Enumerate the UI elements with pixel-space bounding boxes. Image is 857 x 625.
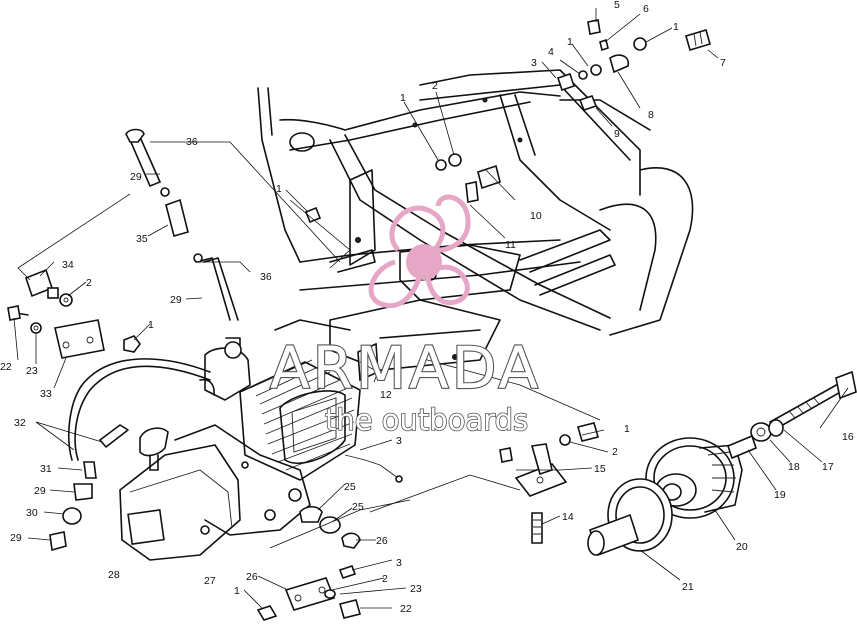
bolt-34-assembly <box>25 268 73 307</box>
callout-18: 18 <box>788 461 800 473</box>
callout-1: 1 <box>276 183 282 195</box>
armada-logo-mark <box>368 194 471 309</box>
spark-plug-boot <box>224 341 242 359</box>
watermark-brand: ARMADA <box>270 334 541 402</box>
driven-pulley <box>587 478 673 557</box>
callout-35: 35 <box>136 233 148 245</box>
callout-24: 25 <box>352 501 364 513</box>
engine-assembly <box>119 337 403 561</box>
callout-21: 21 <box>682 581 694 593</box>
callout-11: 11 <box>505 239 516 251</box>
leader-lines <box>13 8 849 609</box>
engine-bracket <box>7 305 141 359</box>
callout-8: 8 <box>648 109 654 121</box>
callout-27: 27 <box>204 575 216 587</box>
fuel-line <box>68 358 211 461</box>
callout-30: 30 <box>26 507 38 519</box>
callout-3: 3 <box>396 435 402 447</box>
rear-mount-hardware <box>256 505 361 621</box>
callout-15: 15 <box>594 463 606 475</box>
jackshaft-bracket <box>499 422 599 544</box>
callout-14: 14 <box>562 511 574 523</box>
fuel-filter-stack <box>49 461 97 552</box>
callout-2: 2 <box>382 573 388 585</box>
callout-16: 16 <box>842 431 854 443</box>
callout-1: 1 <box>624 423 630 435</box>
callout-29: 29 <box>170 294 182 306</box>
callout-32: 32 <box>14 417 26 429</box>
callout-29: 29 <box>10 532 22 544</box>
label-plate <box>127 509 165 545</box>
callout-28: 28 <box>108 569 120 581</box>
callout-10: 10 <box>530 210 542 222</box>
callout-1: 1 <box>234 585 240 597</box>
callout-29: 29 <box>34 485 46 497</box>
callout-23: 23 <box>410 583 422 595</box>
callout-4: 4 <box>548 46 554 58</box>
clutch-bolt-stack <box>727 370 857 460</box>
callout-7: 7 <box>720 57 726 69</box>
pull-start-handle <box>139 427 169 457</box>
callout-1: 1 <box>148 319 154 331</box>
callout-36: 36 <box>260 271 272 283</box>
throttle-linkage <box>125 128 239 321</box>
callout-3: 3 <box>396 557 402 569</box>
callout-20: 20 <box>736 541 748 553</box>
watermark-tagline: the outboards <box>325 403 528 437</box>
callout-1: 1 <box>400 92 406 104</box>
callout-1: 1 <box>567 36 573 48</box>
callout-36: 36 <box>186 136 198 148</box>
callout-2: 2 <box>86 277 92 289</box>
callout-34: 34 <box>62 259 74 271</box>
top-right-hardware <box>304 19 711 382</box>
callout-23: 23 <box>26 365 38 377</box>
callout-26: 26 <box>246 571 258 583</box>
callout-6: 6 <box>643 3 649 15</box>
callout-29: 29 <box>130 171 142 183</box>
armada-watermark: ARMADA the outboards <box>269 194 541 438</box>
callout-19: 19 <box>774 489 786 501</box>
vehicle-frame <box>257 69 694 371</box>
callout-31: 31 <box>40 463 52 475</box>
callout-33: 33 <box>40 388 52 400</box>
callout-25: 26 <box>376 535 388 547</box>
callout-25: 25 <box>344 481 356 493</box>
cylinder-cooling-fins <box>239 359 361 481</box>
recoil-starter-cover <box>119 444 241 561</box>
callout-2: 2 <box>432 80 438 92</box>
callout-22: 22 <box>0 361 12 373</box>
callout-12: 12 <box>380 389 392 401</box>
callout-9: 9 <box>614 128 620 140</box>
callout-22: 22 <box>400 603 412 615</box>
callout-2: 2 <box>612 446 618 458</box>
callout-5: 5 <box>614 0 620 11</box>
callout-17: 17 <box>822 461 834 473</box>
callout-3: 3 <box>531 57 537 69</box>
callout-1: 1 <box>673 21 679 33</box>
